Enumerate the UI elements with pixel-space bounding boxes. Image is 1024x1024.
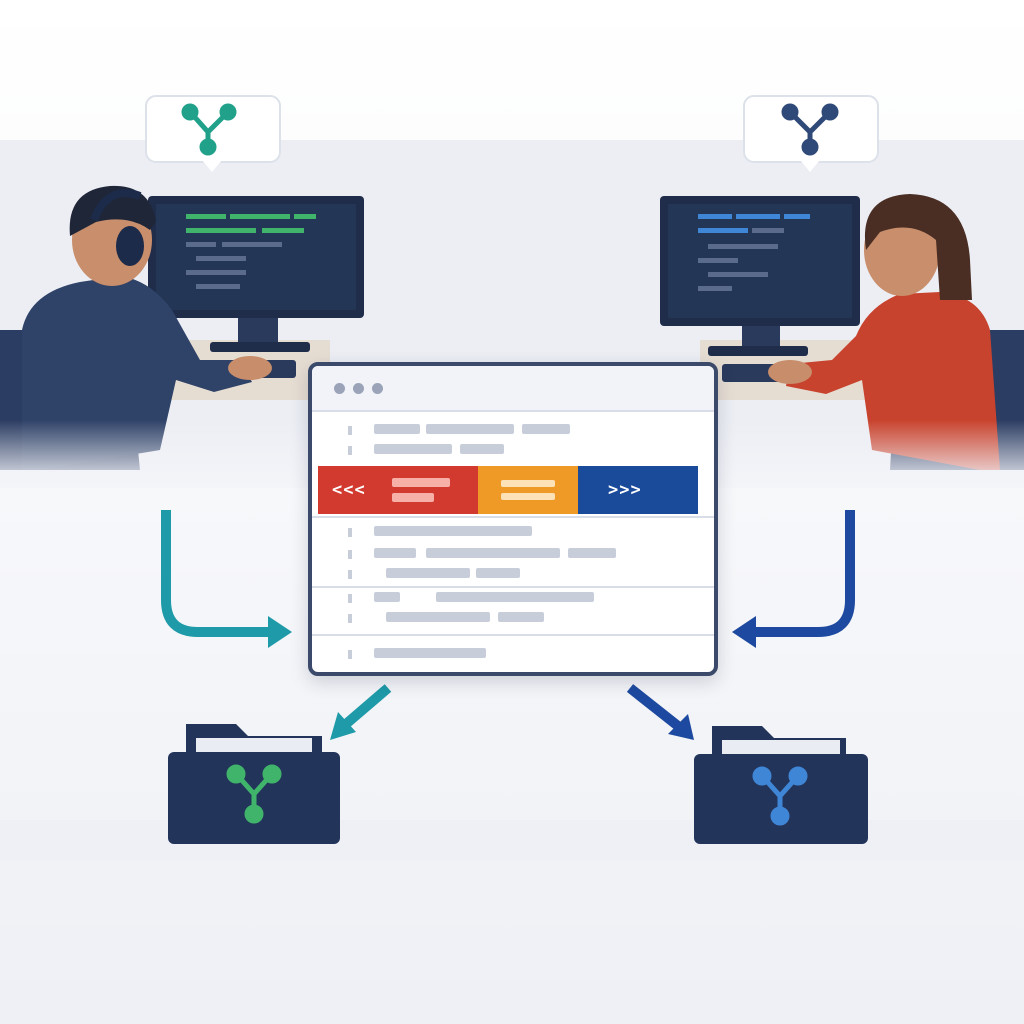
git-branch-icon: [781, 103, 839, 156]
left-monitor-screen: [156, 204, 356, 310]
left-incoming-arrow: [161, 510, 292, 648]
right-developer-scene: [660, 95, 1024, 470]
window-control-dot[interactable]: [334, 382, 345, 394]
conflict-marker-bar[interactable]: <<< >>>: [318, 466, 698, 514]
ours-conflict-marker: <<<: [332, 480, 366, 500]
line-gutter: [348, 570, 352, 579]
separator-line: [501, 493, 555, 500]
code-line: [386, 612, 490, 622]
left-speech-bubble-tail: [202, 160, 222, 172]
line-gutter: [348, 528, 352, 537]
code-line: [426, 424, 514, 434]
left-code-line: [186, 228, 256, 233]
ours-code-line: [391, 478, 450, 487]
headphones-icon: [116, 226, 144, 266]
right-monitor-base: [708, 346, 808, 356]
headphones-icon: [90, 189, 142, 222]
right-code-line: [784, 214, 810, 219]
code-line: [374, 548, 416, 558]
right-code-line: [698, 214, 732, 219]
left-monitor-stand: [238, 318, 278, 344]
code-line: [374, 424, 420, 434]
left-repository-folder: [168, 724, 340, 844]
right-developer-hand: [768, 360, 812, 384]
code-line: [374, 648, 486, 658]
code-line: [568, 548, 616, 558]
separator-line: [501, 480, 555, 487]
line-gutter: [348, 446, 352, 455]
theirs-conflict-marker: >>>: [608, 480, 642, 500]
left-code-line: [186, 214, 226, 219]
code-line: [436, 592, 594, 602]
arrow-head-icon: [732, 616, 756, 648]
section-divider: [312, 634, 714, 636]
code-line: [476, 568, 520, 578]
left-code-line: [196, 284, 240, 289]
right-code-line: [698, 258, 738, 263]
code-line: [498, 612, 544, 622]
left-outgoing-arrow: [330, 684, 392, 740]
left-developer-hand: [228, 356, 272, 380]
right-developer-hair: [864, 194, 972, 300]
right-monitor-stand: [742, 326, 780, 348]
line-gutter: [348, 614, 352, 623]
line-gutter: [348, 426, 352, 435]
repository-folder-icon: [752, 766, 808, 826]
right-incoming-arrow: [732, 510, 855, 648]
code-line: [374, 592, 400, 602]
ours-change-segment[interactable]: <<<: [318, 466, 478, 514]
code-line: [522, 424, 570, 434]
code-line: [386, 568, 470, 578]
floor-band: [0, 820, 1024, 860]
ours-code-line: [391, 493, 434, 502]
left-code-line: [222, 242, 282, 247]
window-control-dot[interactable]: [372, 382, 383, 394]
repository-folder-icon: [226, 764, 282, 824]
line-gutter: [348, 650, 352, 659]
code-line: [460, 444, 504, 454]
right-outgoing-arrow: [626, 684, 694, 740]
arrow-head-icon: [330, 712, 356, 740]
merge-conflict-window: <<< >>>: [308, 362, 718, 676]
right-repository-folder: [694, 726, 868, 844]
right-code-line: [698, 286, 732, 291]
right-speech-bubble-tail: [800, 160, 820, 172]
right-code-line: [736, 214, 780, 219]
window-titlebar: [312, 366, 714, 412]
left-code-line: [230, 214, 290, 219]
right-monitor-screen: [668, 204, 852, 318]
left-monitor-base: [210, 342, 310, 352]
git-branch-icon: [181, 103, 237, 156]
window-control-dot[interactable]: [353, 382, 364, 394]
right-code-line: [698, 228, 748, 233]
right-code-line: [708, 272, 768, 277]
left-code-line: [186, 242, 216, 247]
section-divider: [312, 586, 714, 588]
code-line: [374, 444, 452, 454]
code-line: [374, 526, 532, 536]
line-gutter: [348, 550, 352, 559]
right-code-line: [708, 244, 778, 249]
left-code-line: [294, 214, 316, 219]
code-line: [426, 548, 560, 558]
arrow-head-icon: [268, 616, 292, 648]
section-divider: [312, 516, 714, 518]
left-code-line: [186, 270, 246, 275]
left-code-line: [262, 228, 304, 233]
left-code-line: [196, 256, 246, 261]
base-separator-segment[interactable]: [478, 466, 578, 514]
line-gutter: [348, 594, 352, 603]
arrow-head-icon: [668, 714, 694, 740]
left-developer-hair: [69, 185, 156, 236]
theirs-change-segment[interactable]: >>>: [578, 466, 698, 514]
right-code-line: [752, 228, 784, 233]
